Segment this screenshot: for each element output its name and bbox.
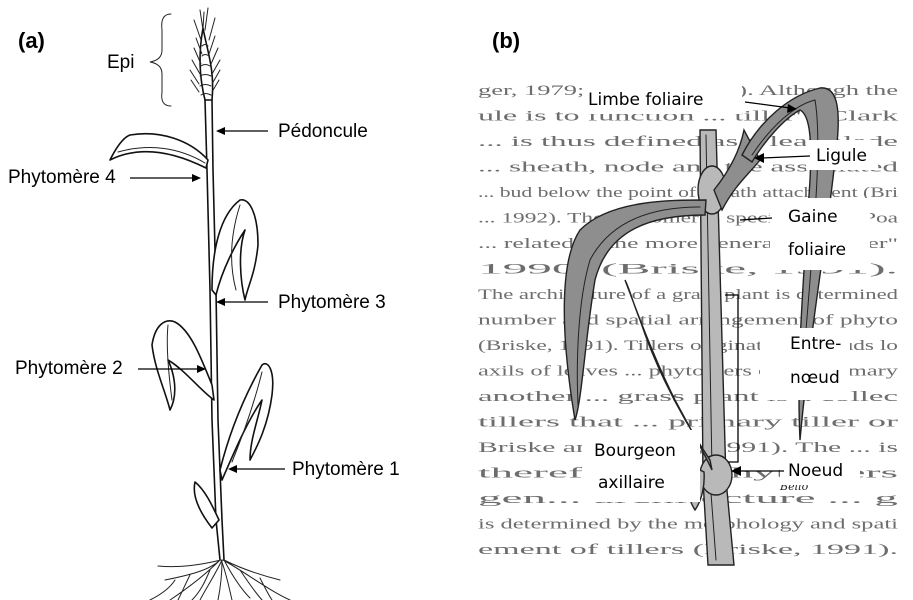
panel-a: (a) Epi	[8, 8, 400, 600]
panel-a-tag: (a)	[18, 28, 45, 53]
label-entrenoeud-2: nœud	[790, 368, 840, 388]
label-ligule: Ligule	[816, 146, 867, 166]
label-epi: Epi	[107, 52, 134, 73]
background-text-line: is determined by the morphology and spat…	[478, 517, 898, 533]
label-limbe: Limbe foliaire	[588, 90, 703, 110]
leaf-phytomere-2	[152, 321, 214, 410]
label-phytomere-4: Phytomère 4	[8, 167, 116, 188]
label-entrenoeud-1: Entre-	[790, 334, 841, 354]
leaf-blade-left	[564, 200, 706, 420]
background-text-line: The architecture of a grass plant is det…	[478, 287, 899, 303]
epi-brace	[150, 14, 171, 106]
label-noeud: Noeud	[788, 461, 843, 481]
leaf-phytomere-1	[220, 364, 273, 480]
label-phytomere-2: Phytomère 2	[15, 358, 123, 379]
leaf-phytomere-4	[110, 134, 208, 168]
label-phytomere-3: Phytomère 3	[278, 292, 386, 313]
background-text-line: number and spatial arrangement of phyto	[478, 313, 898, 329]
roots	[150, 560, 290, 600]
label-pedoncule: Pédoncule	[278, 121, 368, 142]
panel-b-tag: (b)	[492, 28, 520, 53]
label-phytomere-1: Phytomère 1	[292, 459, 400, 480]
background-text-line: ement of tillers (Briske, 1991).	[478, 542, 898, 558]
label-gaine-1: Gaine	[788, 207, 838, 227]
label-bourgeon-2: axillaire	[598, 473, 665, 493]
label-bourgeon-1: Bourgeon	[594, 441, 676, 461]
panel-b: (b) ger, 1979; Robson, 1973). Although t…	[478, 28, 900, 565]
label-gaine-2: foliaire	[788, 240, 846, 260]
wheat-spike	[190, 8, 220, 100]
